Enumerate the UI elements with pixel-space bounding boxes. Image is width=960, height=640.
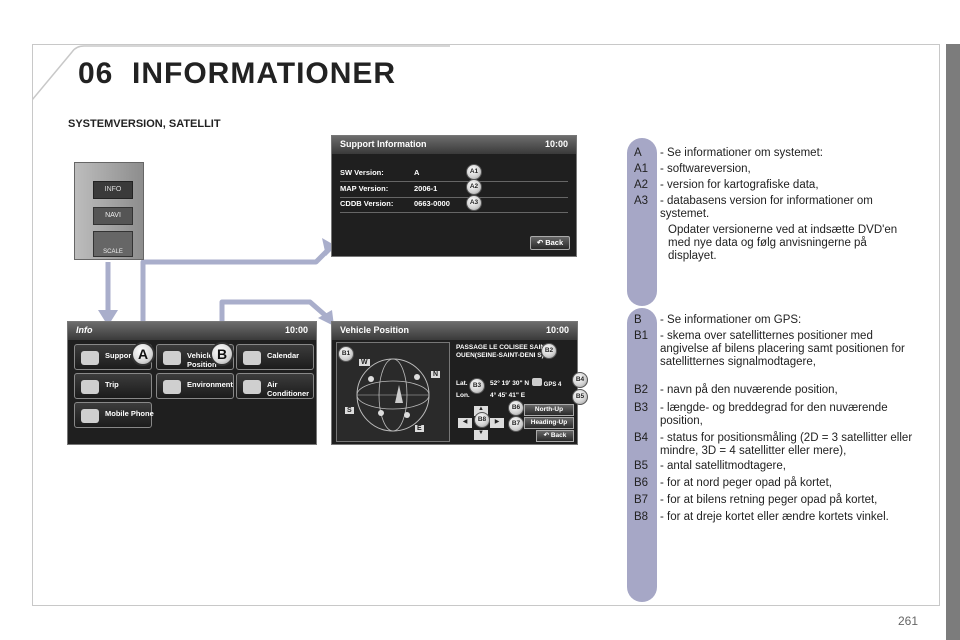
back-icon: ↶ (543, 432, 551, 439)
scale-hard-button[interactable]: SCALE (93, 231, 133, 257)
calendar-icon (243, 351, 261, 365)
back-icon: ↶ (536, 238, 546, 247)
callout-b6: B6 (508, 400, 524, 416)
arrow-right-button[interactable]: ▶ (490, 418, 504, 428)
car-icon (81, 380, 99, 394)
button-panel-photo: INFO NAVI SCALE (74, 162, 144, 260)
version-row: SW Version: A (340, 168, 568, 182)
legend-a-bar (627, 138, 657, 306)
page-number: 261 (897, 614, 918, 628)
callout-b2: B2 (541, 343, 557, 359)
version-row: CDDB Version: 0663-0000 (340, 199, 568, 213)
screen-clock: 10:00 (284, 325, 308, 335)
section-title: SYSTEMVERSION, SATELLIT (68, 118, 221, 130)
chapter-number: 06 (78, 57, 114, 90)
chapter-title: INFORMATIONER (132, 57, 397, 90)
screen-clock: 10:00 (545, 325, 569, 335)
navi-hard-button[interactable]: NAVI (93, 207, 133, 225)
back-button[interactable]: ↶ Back (530, 236, 570, 250)
version-value: 0663-0000 (414, 199, 450, 208)
info-icon (81, 351, 99, 365)
version-label: SW Version: (340, 168, 384, 177)
version-label: MAP Version: (340, 184, 389, 193)
satellite-map: W N S E (336, 342, 450, 442)
latitude-row: Lat. 52° 19' 30" N (456, 380, 530, 387)
north-up-button[interactable]: North-Up (524, 404, 574, 416)
arrow-down-button[interactable]: ▼ (474, 430, 488, 440)
gps-status: GPS 4 (532, 378, 561, 388)
calendar-menu-button[interactable]: Calendar (236, 344, 314, 370)
screen-title: Vehicle Position (332, 322, 577, 340)
version-value: A (414, 168, 420, 177)
trip-menu-button[interactable]: Trip (74, 373, 152, 399)
version-value: 2006-1 (414, 184, 438, 193)
place-name: PASSAGE LE COLISEE SAINT-OUEN(SEINE-SAIN… (456, 344, 551, 359)
phone-icon (81, 409, 99, 423)
screen-clock: 10:00 (544, 139, 568, 149)
callout-a3: A3 (466, 195, 482, 211)
callout-b8: B8 (474, 412, 490, 428)
support-info-screen: Support Information 10:00 SW Version: A … (331, 135, 577, 257)
page-frame (32, 44, 940, 606)
arrow-up-button[interactable]: ▲ (474, 406, 488, 416)
nav-dpad: ▲ ◀ ▶ ▼ (456, 406, 506, 442)
screen-title: Support Information (332, 136, 576, 154)
callout-b5: B5 (572, 389, 588, 405)
callout-b4: B4 (572, 372, 588, 388)
back-button[interactable]: ↶ Back (536, 430, 574, 442)
callout-b: B (210, 342, 234, 366)
side-tab-bar (946, 44, 960, 640)
satellite-dish-icon (532, 378, 542, 386)
list-note: Opdater versionerne ved at indsætte DVD'… (668, 224, 898, 262)
info-menu-screen: Info 10:00 Support Vehicle Position Cale… (67, 321, 317, 445)
compass-n: N (431, 371, 441, 378)
air-flow-icon (243, 380, 261, 394)
vehicle-position-screen: Vehicle Position 10:00 W N S E PASSAGE L… (331, 321, 578, 445)
callout-b1: B1 (338, 346, 354, 362)
compass-s: S (345, 407, 354, 414)
environment-menu-button[interactable]: Environment (156, 373, 234, 399)
compass-w: W (359, 359, 370, 366)
compass-e: E (415, 425, 424, 432)
satellite-globe-icon (356, 358, 430, 432)
callout-b7: B7 (508, 416, 524, 432)
arrow-left-button[interactable]: ◀ (458, 418, 472, 428)
callout-a: A (131, 342, 155, 366)
screen-title: Info (68, 322, 316, 340)
chapter-header (32, 44, 940, 101)
legend-b-bar (627, 308, 657, 602)
mobile-phone-menu-button[interactable]: Mobile Phone (74, 402, 154, 428)
heading-up-button[interactable]: Heading-Up (524, 417, 574, 429)
satellite-icon (163, 351, 181, 365)
callout-a2: A2 (466, 179, 482, 195)
callout-a1: A1 (466, 164, 482, 180)
longitude-row: Lon. 4° 45' 41" E (456, 392, 526, 399)
version-row: MAP Version: 2006-1 (340, 184, 568, 198)
air-conditioner-menu-button[interactable]: Air Conditioner (236, 373, 314, 399)
info-hard-button[interactable]: INFO (93, 181, 133, 199)
callout-b3: B3 (469, 378, 485, 394)
version-label: CDDB Version: (340, 199, 394, 208)
environment-icon (163, 380, 181, 394)
